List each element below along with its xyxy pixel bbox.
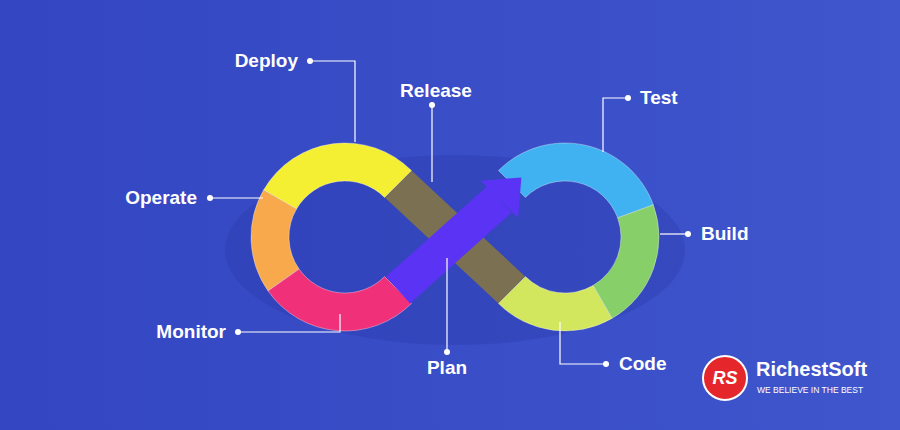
stage-label: Operate	[125, 188, 197, 209]
code-segment	[499, 277, 612, 331]
brand-tagline: WE BELIEVE IN THE BEST	[757, 386, 863, 395]
leader-dot	[685, 231, 691, 237]
stage-label: Code	[619, 354, 667, 375]
stage-label: Build	[701, 224, 749, 245]
leader-line	[660, 233, 688, 234]
plan-segment	[386, 186, 511, 303]
test-segment	[499, 143, 654, 218]
leader-line	[446, 258, 447, 352]
leader-line	[560, 322, 606, 364]
logo-text: RS	[712, 368, 737, 389]
leader-dot	[603, 361, 609, 367]
leader-dot	[235, 329, 241, 335]
leader-dot	[625, 95, 631, 101]
stage-label: Plan	[427, 358, 467, 379]
leader-dot	[307, 58, 313, 64]
leader-line	[210, 197, 263, 198]
brand-name: RichestSoft	[756, 358, 867, 380]
release-segment	[385, 170, 525, 304]
leader-line	[310, 61, 355, 142]
logo-circle: RS	[702, 355, 748, 401]
leader-line	[431, 105, 432, 182]
build-segment	[593, 205, 659, 319]
deploy-segment	[264, 143, 412, 209]
leader-dot	[429, 102, 435, 108]
stage-label: Test	[640, 88, 678, 109]
leader-dot	[207, 195, 213, 201]
plan-arrowhead	[481, 177, 522, 218]
leader-line	[238, 314, 340, 332]
stage-label: Monitor	[156, 322, 226, 343]
leader-line	[603, 98, 628, 152]
stage-label: Release	[400, 81, 472, 102]
leader-dot	[444, 349, 450, 355]
stage-label: Deploy	[235, 51, 298, 72]
